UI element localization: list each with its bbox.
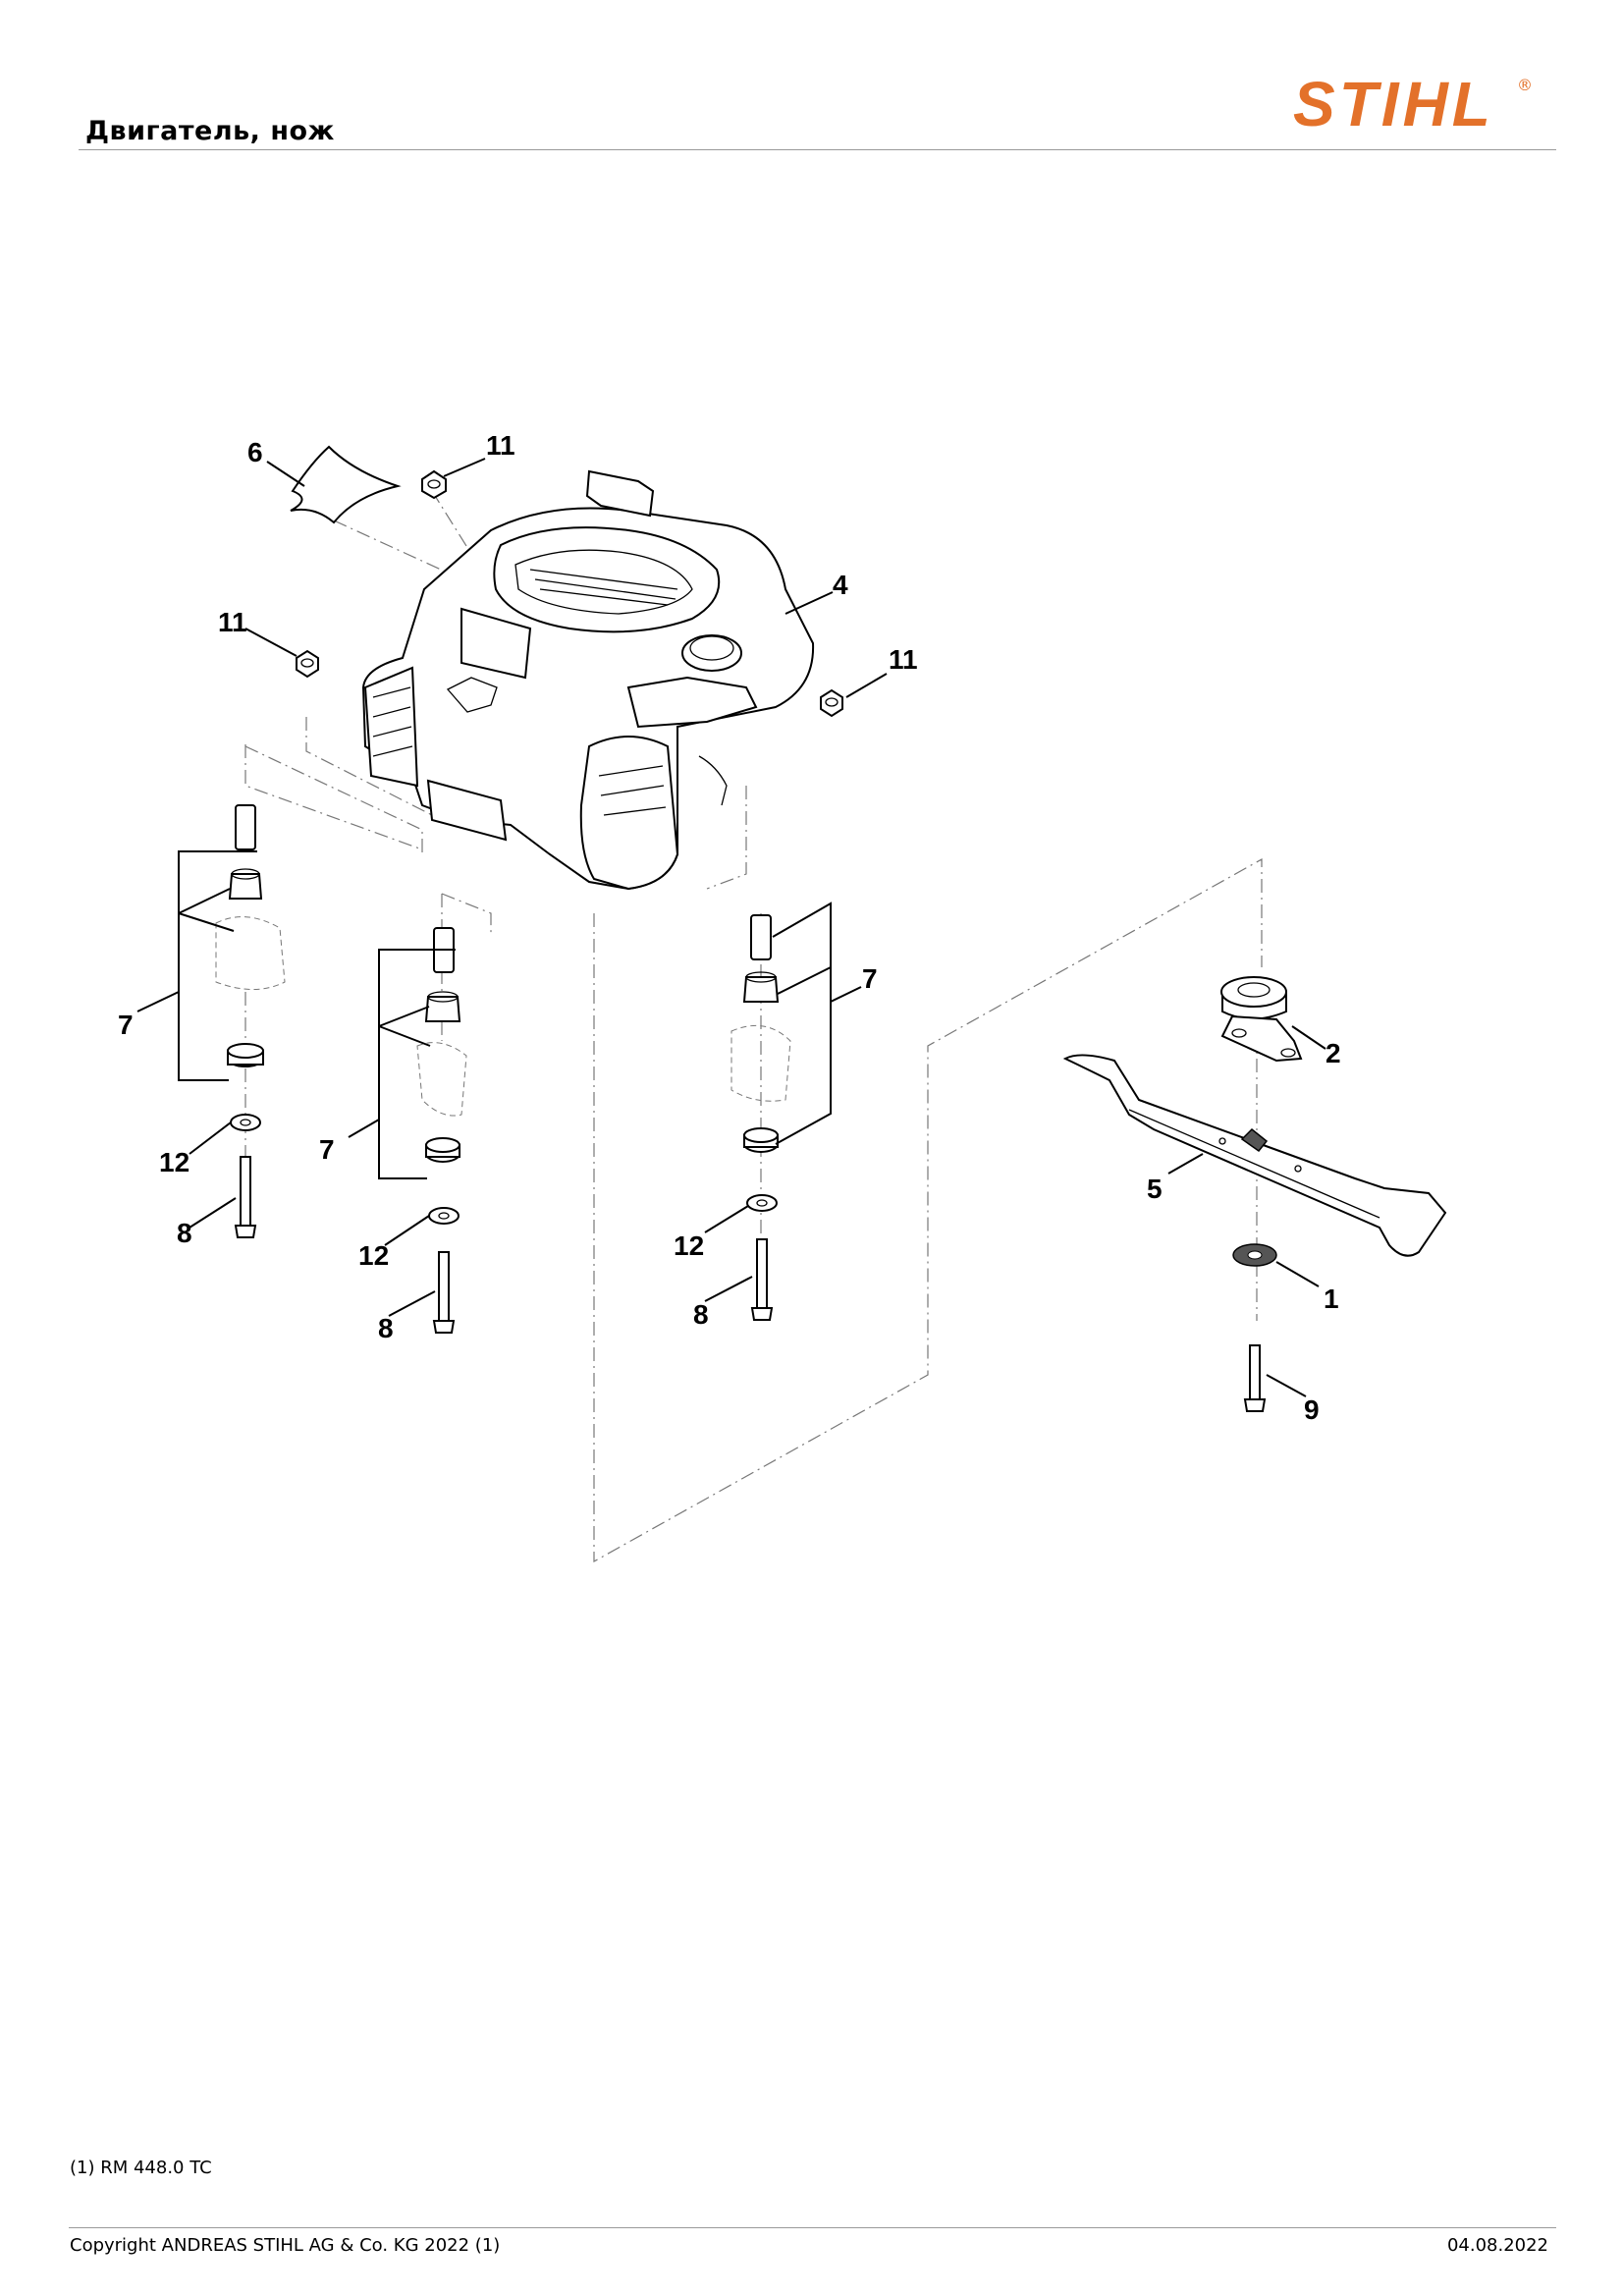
leader-lines [136, 458, 1326, 1397]
part-nut-top [421, 469, 447, 500]
callout-8-left: 8 [177, 1218, 192, 1248]
callout-7-left: 7 [118, 1010, 134, 1040]
page-title: Двигатель, нож [85, 116, 335, 146]
callout-7-middle: 7 [319, 1134, 335, 1165]
callout-8-middle: 8 [378, 1313, 394, 1343]
callout-11-top: 11 [486, 430, 515, 461]
callout-11-right: 11 [889, 644, 918, 675]
callout-12-left: 12 [159, 1147, 189, 1177]
callout-4: 4 [833, 570, 848, 600]
callout-11-left: 11 [218, 607, 247, 637]
callout-9: 9 [1304, 1394, 1320, 1425]
part-blade-bolt [1243, 1344, 1267, 1412]
part-washers [230, 1114, 778, 1225]
part-blade-hub [1220, 976, 1303, 1063]
part-mount-middle [416, 927, 467, 1163]
model-footnote: (1) RM 448.0 TC [70, 2158, 212, 2178]
header-divider [79, 149, 1556, 150]
callout-6: 6 [247, 437, 263, 467]
part-nut-right [820, 688, 843, 718]
part-mount-left [215, 804, 286, 1067]
part-mount-right [730, 914, 791, 1153]
part-bolts [234, 1156, 774, 1334]
callout-12-right: 12 [674, 1230, 704, 1261]
part-serrated-washer [1232, 1243, 1277, 1267]
part-decal [290, 445, 402, 524]
copyright-text: Copyright ANDREAS STIHL AG & Co. KG 2022… [70, 2235, 501, 2256]
part-engine [361, 469, 815, 891]
callout-labels: 6 11 11 4 11 7 12 8 7 12 8 7 12 8 2 5 1 … [118, 430, 1341, 1425]
callout-12-middle: 12 [358, 1240, 389, 1271]
assembly-lines [244, 490, 1263, 1563]
footer-divider [69, 2227, 1556, 2228]
callout-1: 1 [1324, 1284, 1339, 1314]
callout-5: 5 [1147, 1174, 1163, 1204]
stihl-logo-text: STIHL [1293, 69, 1494, 139]
document-date: 04.08.2022 [1446, 2235, 1548, 2256]
stihl-logo: STIHL ® [1279, 69, 1540, 142]
callout-2: 2 [1325, 1038, 1341, 1068]
callout-8-right: 8 [693, 1299, 709, 1330]
registered-mark: ® [1517, 76, 1533, 94]
part-nut-left [296, 649, 319, 679]
part-blade [1062, 1054, 1447, 1257]
callout-7-right: 7 [862, 963, 878, 994]
